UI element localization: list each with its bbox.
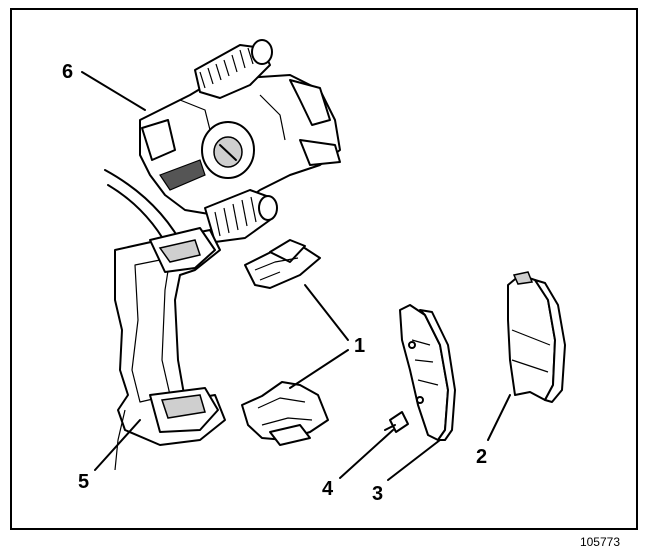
guide-pin-threads — [214, 196, 257, 237]
part-2-outer-brake-pad — [507, 271, 566, 403]
callout-3: 3 — [372, 483, 383, 505]
bleeder-threads-top — [199, 47, 254, 89]
callout-6: 6 — [62, 61, 73, 83]
callout-1: 1 — [354, 335, 365, 357]
callout-2: 2 — [476, 446, 487, 468]
part-6-caliper-housing — [139, 39, 341, 243]
part-1-lower-clip — [241, 381, 329, 446]
callout-4: 4 — [322, 478, 334, 500]
figure-number: 105773 — [579, 535, 620, 549]
part-5-mounting-bracket — [114, 227, 226, 471]
part-4-wear-sensor — [384, 411, 409, 433]
part-1-upper-clip — [244, 239, 321, 289]
diagram-frame — [10, 8, 638, 530]
leader-lines — [81, 71, 511, 481]
callout-5: 5 — [78, 471, 89, 493]
part-3-inner-brake-pad — [399, 304, 456, 441]
